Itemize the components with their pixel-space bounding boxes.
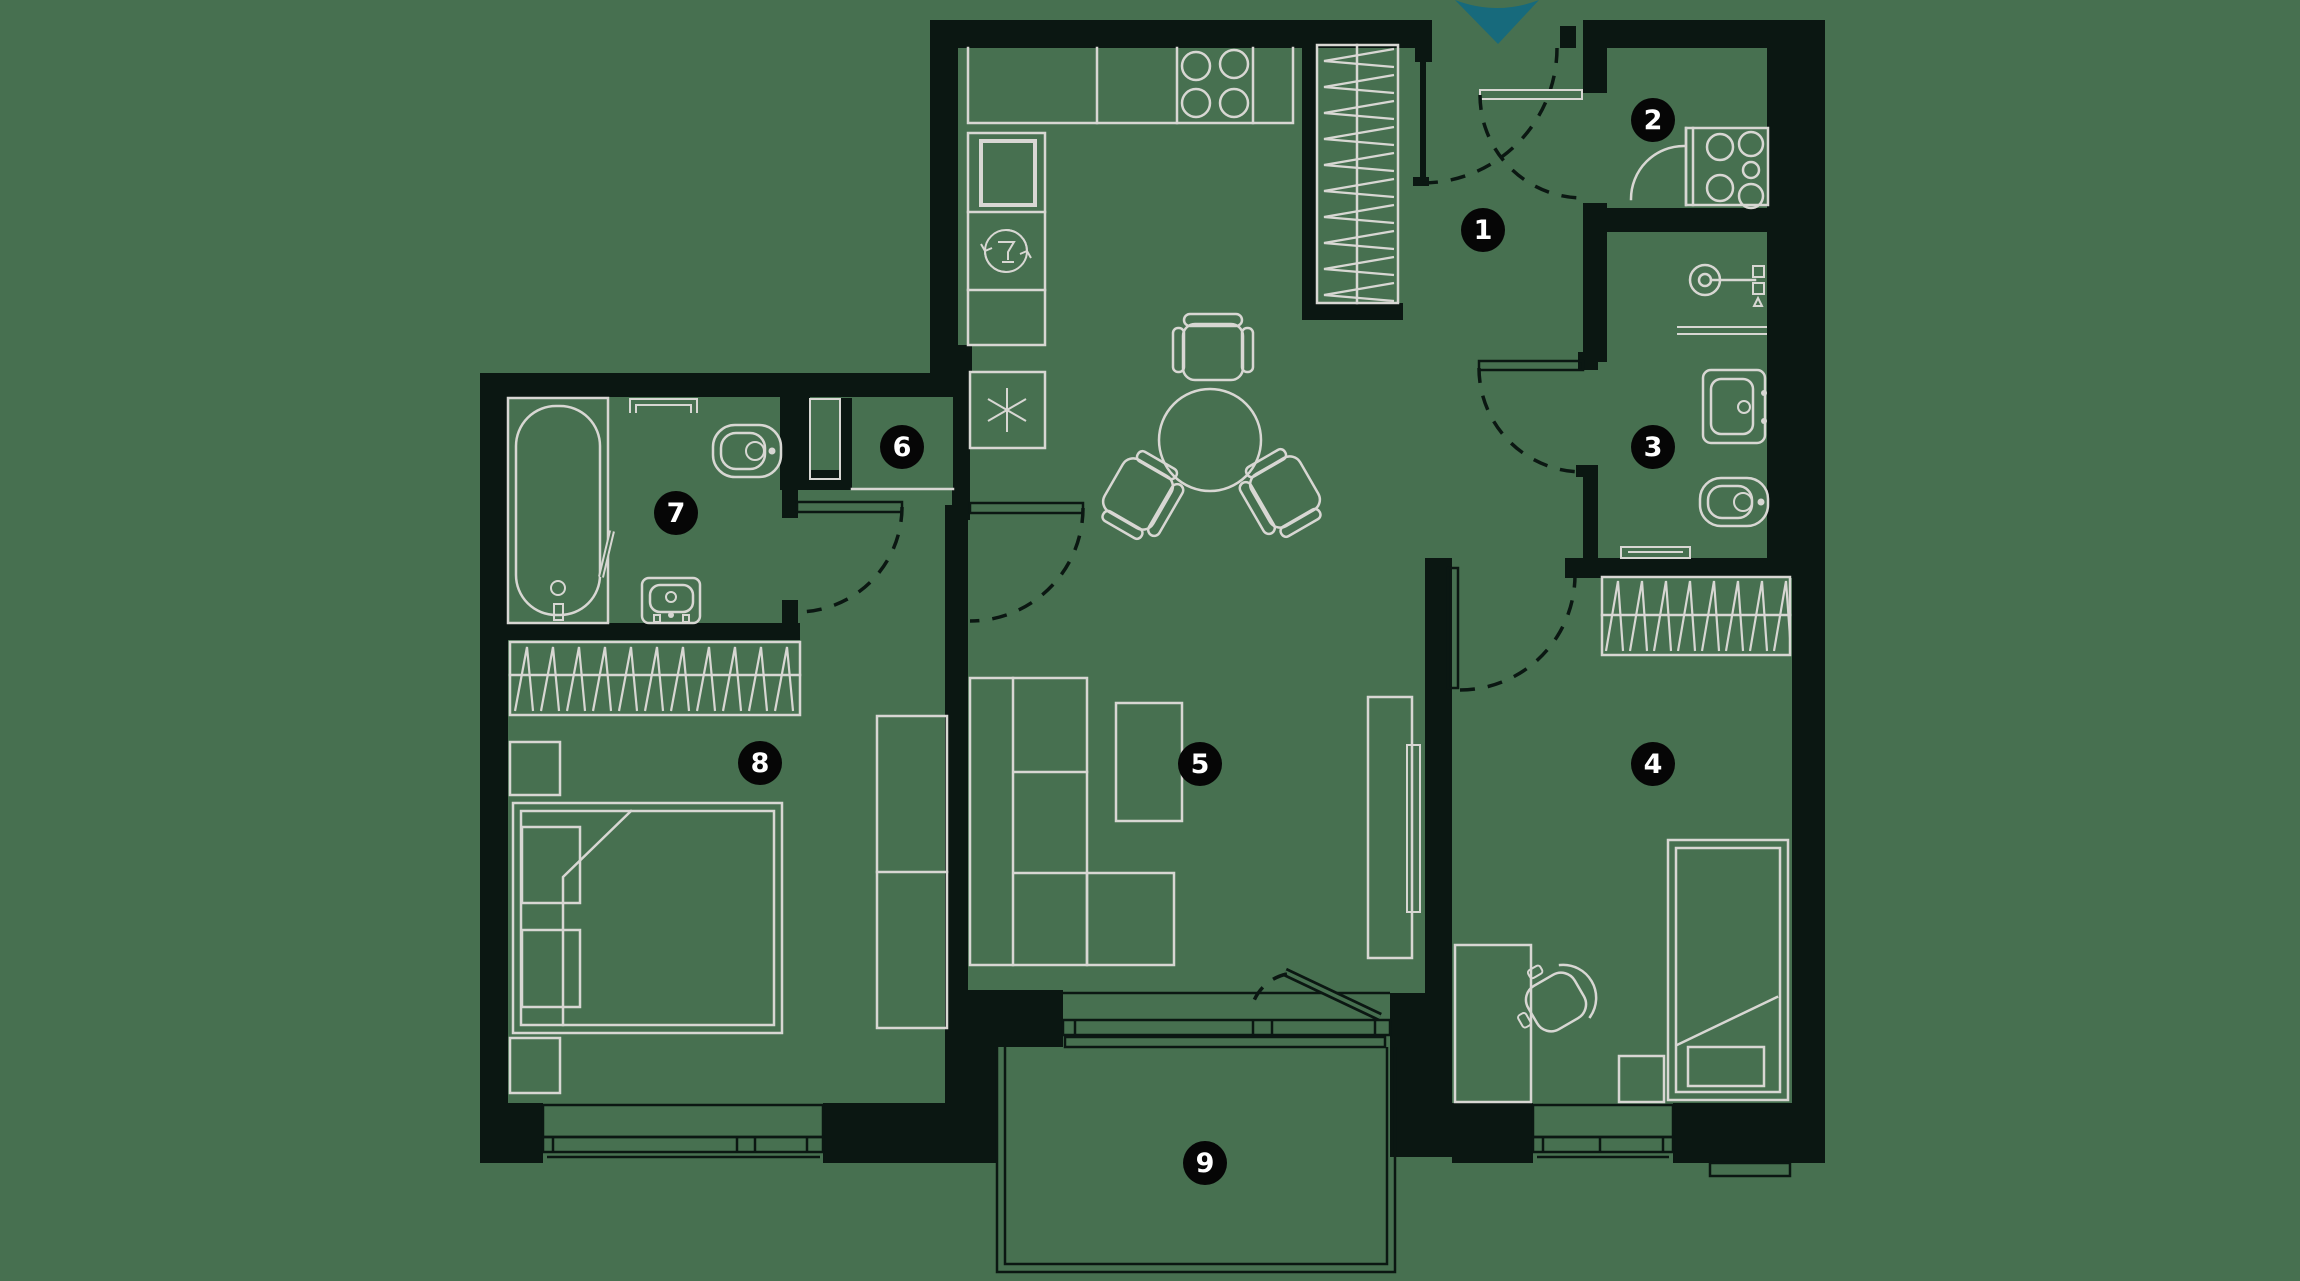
room7-door-leaf (598, 530, 615, 578)
double-bed-icon (511, 801, 784, 1035)
washing-machine-icon (1684, 126, 1770, 207)
kitchen-counter (966, 46, 1295, 125)
tv-console-icon (1366, 695, 1414, 960)
towel-rail-icon (629, 398, 698, 413)
room-badge-2: 2 (1631, 98, 1675, 142)
coffee-table-icon (1114, 701, 1184, 823)
doors (795, 34, 1585, 1007)
room-badge-8: 8 (738, 741, 782, 785)
room-number: 6 (892, 431, 912, 463)
toilet-icon (711, 423, 783, 479)
hall-door-leaf (1479, 89, 1583, 100)
room-number: 7 (666, 497, 686, 529)
wardrobe-icon (1600, 575, 1792, 657)
bathtub-icon (506, 396, 610, 625)
room-number: 5 (1190, 748, 1210, 780)
pillow-icon (1686, 1045, 1766, 1088)
stove-icon (1180, 48, 1250, 119)
desk-icon (1453, 943, 1533, 1104)
room-badge-6: 6 (880, 425, 924, 469)
shower-icon (1688, 263, 1765, 307)
room-badge-5: 5 (1178, 742, 1222, 786)
room-badge-7: 7 (654, 491, 698, 535)
room-number: 9 (1195, 1147, 1215, 1179)
balcony-outline (995, 1047, 1792, 1274)
room-number: 1 (1473, 214, 1493, 246)
bathroom-3 (1677, 263, 1770, 528)
window-living-balcony (1061, 991, 1392, 1049)
tv-icon (1406, 744, 1421, 913)
nightstand-icon (508, 1036, 562, 1095)
closet-6 (809, 398, 955, 491)
room-badge-3: 3 (1631, 425, 1675, 469)
chair-icon (1092, 444, 1193, 549)
room-badge-9: 9 (1183, 1141, 1227, 1185)
dishwasher-icon (980, 229, 1032, 273)
washbasin-icon (640, 576, 702, 625)
entrance-arrow (1455, 0, 1539, 44)
balcony-door-leaf (1283, 967, 1382, 1022)
office-chair-icon (1517, 963, 1598, 1033)
room-number: 3 (1643, 431, 1663, 463)
kitchen (966, 46, 1295, 450)
hall-wardrobe (1315, 43, 1400, 305)
chair-icon (1230, 442, 1331, 547)
room-number: 4 (1643, 748, 1663, 780)
room2-door-arc (1629, 144, 1686, 201)
chair-icon (1171, 312, 1255, 382)
dining-set (1092, 312, 1331, 549)
pillow-icon (520, 928, 582, 1009)
sofa-icon (968, 676, 1176, 967)
room-badge-1: 1 (1461, 208, 1505, 252)
room-number: 2 (1643, 104, 1663, 136)
toilet-icon (1698, 476, 1770, 528)
room-badge-4: 4 (1631, 742, 1675, 786)
room-number: 8 (750, 747, 770, 779)
bathroom-7 (506, 396, 783, 625)
entrance-door-leaf (1420, 42, 1426, 185)
pillow-icon (520, 825, 582, 905)
fridge-icon (979, 139, 1037, 207)
duct-niche (809, 398, 841, 480)
freezer-icon (968, 370, 1047, 450)
wardrobe-icon (508, 640, 802, 717)
walls (480, 20, 1825, 1163)
bedroom-4 (1453, 546, 1792, 1104)
laundry-unit (1629, 126, 1770, 210)
nightstand-icon (508, 740, 562, 797)
dining-table-icon (1157, 387, 1263, 493)
window-room8 (541, 1103, 825, 1159)
bedroom-8 (508, 640, 949, 1095)
window-room4 (1531, 1103, 1675, 1159)
nightstand-icon (1617, 1054, 1666, 1104)
single-bed-icon (1666, 838, 1790, 1102)
radiator-icon (1620, 546, 1691, 559)
living-room (968, 676, 1421, 967)
washbasin-icon (1701, 368, 1767, 445)
shower-partition (1677, 326, 1767, 335)
cabinet-icon (875, 714, 949, 1030)
kitchen-column (966, 131, 1047, 347)
